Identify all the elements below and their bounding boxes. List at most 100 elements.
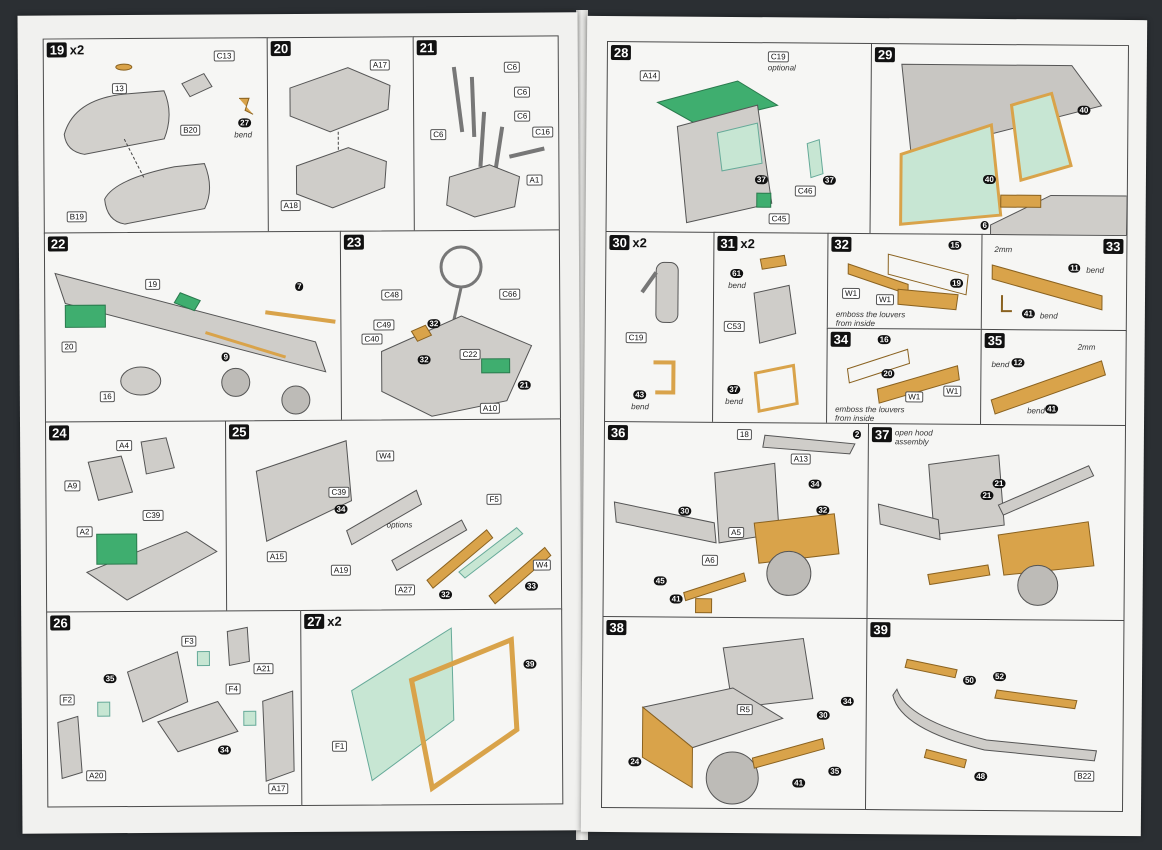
extinguisher-drawing [640,261,679,395]
part-label: A10 [479,402,501,414]
part-label: 39 [523,659,537,669]
part-label: C39 [142,509,164,521]
part-label: 37 [754,175,768,185]
step-note: bend [234,130,253,140]
part-label: C40 [361,333,383,345]
part-label: 19 [145,278,161,290]
cab-interior-drawing [57,626,295,782]
part-label: 48 [974,771,988,781]
part-label: 34 [808,479,822,489]
front-assembly-drawing [641,637,826,805]
part-label: A9 [64,480,81,492]
part-label: C48 [381,289,402,301]
part-label: C39 [328,486,350,498]
side-panel-pe-drawing [847,253,969,311]
open-hood-drawing [877,454,1095,606]
step-note: options [386,520,413,530]
part-label: B20 [180,124,201,136]
part-label: W1 [875,294,895,306]
part-label: B19 [66,211,88,223]
part-label: 61 [730,268,744,279]
part-label: A18 [280,199,301,212]
part-label: C13 [213,50,235,62]
step-note: bend [728,280,746,291]
part-label: 32 [816,505,830,515]
part-label: C45 [768,213,790,225]
part-label: 50 [962,675,976,685]
part-label: C19 [767,51,789,63]
part-label: C49 [373,319,395,331]
part-label: A5 [728,526,744,539]
step-37-panel: 37 open hood assembly 21 21 [866,423,1127,623]
part-label: 37 [822,175,836,185]
part-label: A27 [394,584,416,596]
cab-roof-drawing [656,80,824,224]
part-label: 16 [99,391,115,403]
part-label: W1 [943,385,962,397]
step-note: bend [1039,311,1058,321]
step-35-panel: 35 2mm bend 12 bend 41 [980,328,1127,428]
part-label: A6 [701,554,718,566]
chassis-drawing [54,272,336,415]
part-label: 37 [727,384,741,395]
part-label: C6 [430,129,447,141]
part-label: A21 [253,663,274,675]
right-page: 28 C19 optional A14 37 C46 37 C45 29 [580,15,1148,837]
step-note: 2mm [1077,342,1096,352]
fuel-tank-drawing [63,63,254,225]
part-label: W4 [376,450,395,462]
part-label: 33 [524,581,538,591]
part-label: A13 [790,453,812,465]
part-label: F4 [225,683,242,695]
part-label: C19 [625,332,647,344]
step-32-panel: 32 15 W1 W1 19 emboss the louvers from i… [826,232,984,331]
step-note: bend [631,402,649,412]
step-note: 2mm [994,245,1013,255]
part-label: 21 [980,490,994,501]
window-glass-drawing [351,627,520,793]
engine-hood-drawing [613,434,856,614]
part-label: F2 [59,694,76,706]
side-panel-pe-drawing-2 [846,348,960,404]
part-label: 32 [427,319,441,329]
part-label: R5 [736,704,754,716]
step-note: optional [767,63,796,73]
step-33-panel: 33 2mm 11 bend 41 bend [980,233,1128,333]
step-36-panel: 36 18 2 A13 34 30 32 A5 A6 45 41 [602,420,871,621]
part-label: 40 [982,174,996,185]
step-note: emboss the louvers from inside [835,404,905,424]
step-note: emboss the louvers from inside [835,309,906,329]
part-label: 41 [1021,309,1035,319]
step-note: bend [1086,265,1105,275]
part-label: 16 [877,335,891,345]
part-label: 21 [517,380,531,390]
step-19-panel: 19 x2 13 C13 B20 27 bend B19 [42,37,270,235]
battery-box-drawing [289,67,391,209]
step-29-panel: 29 40 40 6 [869,43,1129,238]
part-label: 34 [334,504,348,514]
part-label: 41 [669,594,683,604]
step-30-panel: 30 x2 C19 43 bend [604,230,716,424]
part-label: C22 [459,348,481,361]
part-label: W1 [841,287,861,299]
step-22-panel: 22 19 7 20 9 16 [43,230,343,424]
part-label: 45 [653,576,667,586]
step-21-panel: 21 C6 C6 C6 C6 C16 A1 [412,35,560,233]
step-note: bend [725,396,744,407]
part-label: 12 [1011,358,1025,368]
part-label: 27 [238,118,252,128]
part-label: 32 [417,355,431,365]
step-31-panel: 31 x2 61 bend C53 37 bend [712,231,830,425]
cab-floor-drawing [381,245,533,417]
step-note: bend [1027,406,1045,416]
step-26-panel: 26 F3 A21 35 F4 F2 34 A20 A17 [46,609,304,808]
part-label: A20 [86,770,107,782]
part-label: C16 [532,126,553,138]
part-label: 35 [828,766,842,776]
part-label: 35 [103,674,117,684]
part-label: W1 [905,391,924,403]
windshield-closeup-drawing [899,63,1128,237]
part-label: A2 [76,526,93,538]
part-label: C66 [499,288,520,300]
